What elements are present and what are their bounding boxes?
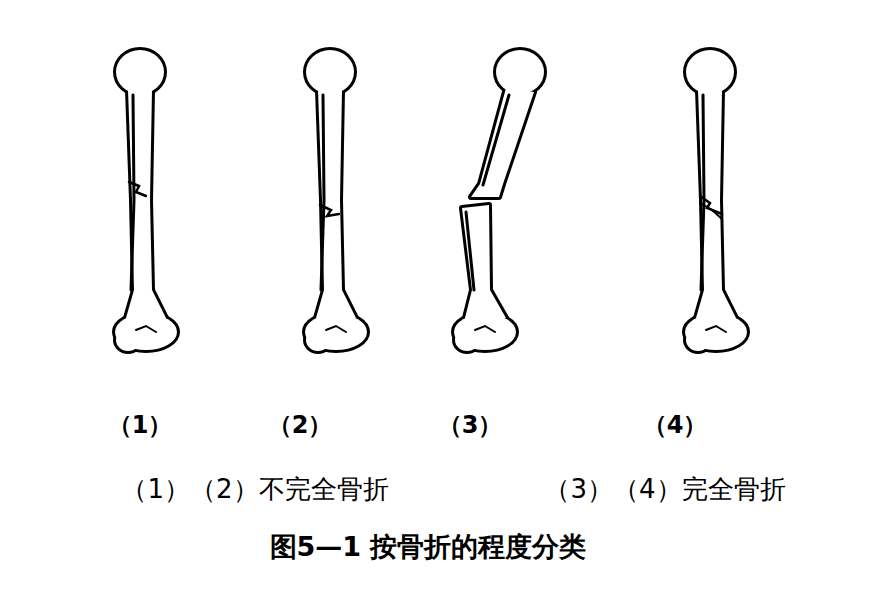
bone-shape — [115, 314, 177, 350]
bone-fill — [115, 50, 747, 351]
bone-shape — [454, 314, 516, 350]
fracture-line — [475, 326, 495, 332]
bone-shape — [306, 329, 330, 351]
fracture-line — [136, 326, 156, 332]
bone-shape — [685, 314, 747, 350]
bone-shape — [496, 50, 544, 94]
bone-shape — [126, 90, 166, 318]
bone-shape — [471, 88, 534, 197]
bone-shape — [305, 314, 367, 350]
bone-shape — [685, 314, 747, 350]
bone-shape — [455, 329, 479, 351]
fracture-line — [131, 95, 134, 290]
bone-shape — [116, 329, 140, 351]
fracture-line — [706, 326, 726, 332]
bone-shape — [116, 50, 164, 94]
bone-outline — [115, 50, 747, 351]
fracture-line — [700, 203, 722, 219]
category-label: （1）（2）不完全骨折 — [121, 474, 388, 505]
bone-shape — [462, 205, 506, 318]
bone-shape — [471, 88, 534, 197]
bone-shape — [316, 90, 356, 318]
fracture-line — [326, 326, 346, 332]
figure-number: （4） — [643, 411, 708, 440]
bone-shape — [116, 329, 140, 351]
fracture-line — [129, 182, 146, 196]
figure-number: （1） — [108, 411, 173, 440]
bone-shape — [306, 50, 354, 94]
bone-shape — [305, 314, 367, 350]
bone-group — [115, 50, 747, 351]
bone-shape — [686, 50, 734, 94]
figure-number: （3） — [438, 411, 503, 440]
fracture-line — [701, 95, 704, 290]
bone-shape — [686, 50, 734, 94]
fracture-line — [320, 205, 339, 216]
figure-number: （2） — [268, 411, 333, 440]
fracture-line — [483, 95, 509, 185]
fracture-lines — [129, 95, 726, 332]
bone-shape — [686, 329, 710, 351]
bone-shape — [115, 314, 177, 350]
bone-shape — [306, 50, 354, 94]
figure-caption: 图5—1 按骨折的程度分类 — [270, 531, 587, 563]
category-label: （3）（4）完全骨折 — [544, 474, 785, 505]
bone-shape — [306, 329, 330, 351]
bone-shape — [126, 90, 166, 318]
bone-shape — [696, 90, 736, 318]
fracture-line — [321, 95, 324, 290]
fracture-line — [466, 212, 474, 290]
bone-shape — [462, 205, 506, 318]
bone-shape — [686, 329, 710, 351]
bone-shape — [496, 50, 544, 94]
bone-shape — [696, 90, 736, 318]
bone-shape — [316, 90, 356, 318]
bone-shape — [455, 329, 479, 351]
bone-shape — [116, 50, 164, 94]
bone-shape — [454, 314, 516, 350]
